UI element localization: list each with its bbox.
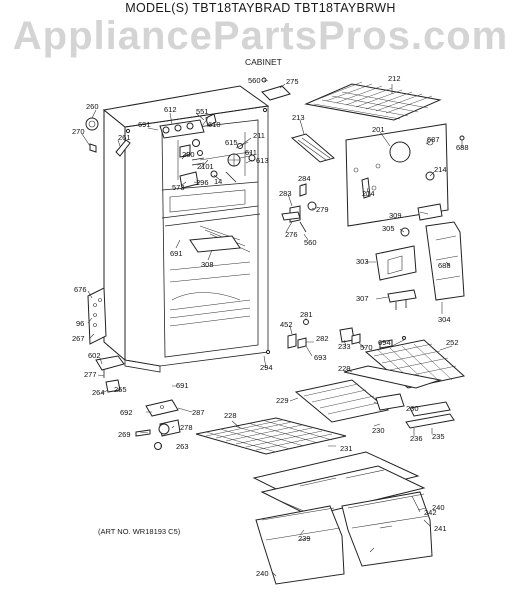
label-282: 282 <box>316 334 329 343</box>
label-612: 612 <box>164 105 177 114</box>
label-560: 560 <box>248 76 261 85</box>
label-241-right: 241 <box>434 524 447 533</box>
label-211: 211 <box>253 131 265 140</box>
label-228: 228 <box>224 411 237 420</box>
label-691-bottom: 691 <box>176 381 189 390</box>
label-231: 231 <box>340 444 353 453</box>
label-233: 233 <box>338 342 351 351</box>
label-692: 692 <box>120 408 133 417</box>
label-284: 284 <box>298 174 311 183</box>
label-239: 239 <box>298 534 311 543</box>
label-452: 452 <box>280 320 293 329</box>
label-613: 613 <box>256 156 269 165</box>
label-278: 278 <box>180 423 193 432</box>
model-title: MODEL(S) TBT18TAYBRAD TBT18TAYBRWH <box>125 1 396 15</box>
rear-panel <box>345 123 465 227</box>
label-281: 281 <box>300 310 313 319</box>
crisper-assembly <box>252 451 433 585</box>
bottom-hinge <box>95 355 125 378</box>
label-2101: 2101 <box>197 162 214 171</box>
label-230-right: 230 <box>406 404 419 413</box>
freezer-wire-shelf <box>304 81 442 121</box>
leader-lines <box>81 79 463 577</box>
shelves-229 <box>294 365 455 429</box>
label-307: 307 <box>356 294 369 303</box>
label-610: 610 <box>208 120 221 129</box>
label-264: 264 <box>92 388 105 397</box>
label-280: 280 <box>182 150 195 159</box>
label-687: 687 <box>427 135 440 144</box>
label-615: 615 <box>225 138 238 147</box>
label-230-left: 230 <box>372 426 385 435</box>
label-213: 213 <box>292 113 305 122</box>
label-309: 309 <box>389 211 402 220</box>
label-261: 261 <box>118 133 131 142</box>
label-676: 676 <box>74 285 87 294</box>
label-551: 551 <box>196 107 209 116</box>
lower-hinge-parts <box>135 399 181 450</box>
label-308: 308 <box>201 260 214 269</box>
air-duct <box>375 221 465 301</box>
glass-shelf <box>195 417 347 455</box>
label-240-left: 240 <box>256 569 269 578</box>
label-212: 212 <box>388 74 401 83</box>
label-287: 287 <box>192 408 205 417</box>
mid-parts <box>281 183 317 233</box>
part-labels: 560 275 212 260 612 551 691 610 270 261 … <box>72 74 469 578</box>
label-267: 267 <box>72 334 85 343</box>
label-296: 296 <box>196 178 209 187</box>
label-691-mid: 691 <box>170 249 183 258</box>
roller <box>105 379 121 393</box>
label-242: 242 <box>424 508 437 517</box>
label-240-right: 240 <box>432 503 445 512</box>
rail-213 <box>290 133 336 163</box>
label-275: 275 <box>286 77 299 86</box>
cabinet-liner <box>102 85 271 373</box>
label-236: 236 <box>410 434 423 443</box>
label-283: 283 <box>279 189 292 198</box>
label-305: 305 <box>382 224 395 233</box>
label-688-mid: 688 <box>438 261 451 270</box>
hinge-bracket <box>87 287 107 345</box>
label-560-mid: 560 <box>304 238 317 247</box>
label-270: 270 <box>72 127 85 136</box>
label-309 <box>400 203 443 237</box>
label-252: 252 <box>446 338 459 347</box>
label-276: 276 <box>285 230 298 239</box>
label-263: 263 <box>176 442 189 451</box>
label-265: 265 <box>114 385 127 394</box>
label-688-top: 688 <box>456 143 469 152</box>
label-214-left: 214 <box>362 189 375 198</box>
watermark-text: AppliancePartsPros.com <box>12 14 509 58</box>
small-parts <box>287 319 406 349</box>
label-201: 201 <box>372 125 385 134</box>
bracket-307 <box>387 289 417 310</box>
label-602: 602 <box>88 351 101 360</box>
label-269: 269 <box>118 430 131 439</box>
label-570: 570 <box>360 343 373 352</box>
label-304: 304 <box>438 315 451 324</box>
label-294: 294 <box>260 363 273 372</box>
label-573: 573 <box>172 183 185 192</box>
label-235: 235 <box>432 432 445 441</box>
label-694: 694 <box>378 338 391 347</box>
label-277: 277 <box>84 370 97 379</box>
label-279: 279 <box>316 205 329 214</box>
control-assembly <box>159 113 256 189</box>
label-611: 611 <box>245 148 257 157</box>
section-title: CABINET <box>245 57 282 67</box>
label-693: 693 <box>314 353 327 362</box>
art-number: (ART NO. WR18193 C5) <box>98 527 181 536</box>
label-691-top: 691 <box>138 120 151 129</box>
label-229-left: 229 <box>276 396 289 405</box>
label-260: 260 <box>86 102 99 111</box>
label-214-right: 214 <box>434 165 447 174</box>
label-229-right: 229 <box>338 364 351 373</box>
label-303: 303 <box>356 257 369 266</box>
label-14: 14 <box>214 177 222 186</box>
label-96: 96 <box>76 319 84 328</box>
knob-part <box>85 117 131 157</box>
